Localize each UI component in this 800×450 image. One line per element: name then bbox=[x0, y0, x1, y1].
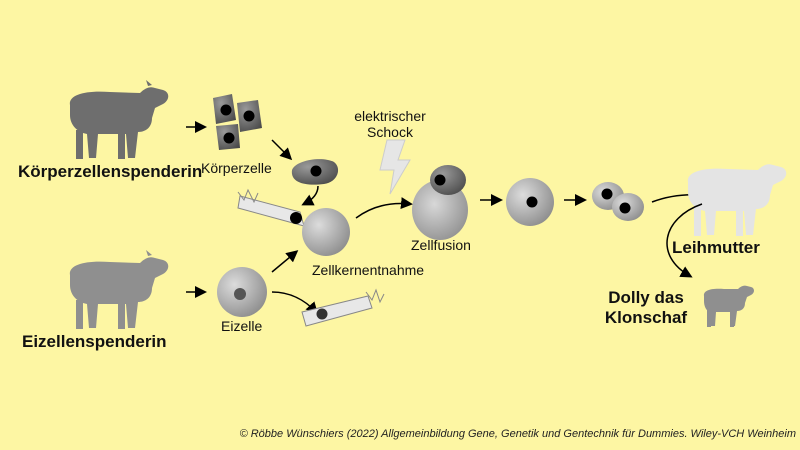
somatic-donor-sheep-icon bbox=[69, 80, 169, 159]
shock-line-2: Schock bbox=[367, 124, 413, 140]
single-somatic-cell bbox=[291, 159, 339, 185]
arrow-to-dolly bbox=[666, 203, 703, 278]
arrow-to-single-cell bbox=[271, 139, 293, 161]
arrow-to-enucleated bbox=[271, 250, 299, 273]
egg-cell-label: Eizelle bbox=[221, 318, 263, 334]
dolly-line-2: Klonschaf bbox=[604, 308, 688, 327]
dolly-label: Dolly das Klonschaf bbox=[596, 288, 696, 328]
removal-pipette bbox=[301, 288, 385, 327]
surrogate-label: Leihmutter bbox=[672, 238, 760, 257]
copyright-notice: © Röbbe Wünschiers (2022) Allgemeinbildu… bbox=[239, 428, 796, 440]
electric-shock-label: elektrischer Schock bbox=[350, 108, 430, 140]
arrow-to-pipette bbox=[301, 185, 319, 206]
shock-line-1: elektrischer bbox=[354, 108, 426, 124]
fused-cell bbox=[412, 165, 468, 240]
arrow-to-fusion bbox=[355, 197, 413, 219]
egg-donor-label: Eizellenspenderin bbox=[22, 332, 167, 351]
fusion-label: Zellfusion bbox=[411, 237, 471, 253]
egg-nucleus bbox=[234, 288, 246, 300]
somatic-cells-cluster bbox=[213, 94, 262, 150]
surrogate-sheep-icon bbox=[687, 164, 787, 236]
two-cell-embryo bbox=[592, 182, 644, 221]
egg-donor-sheep-icon bbox=[69, 250, 169, 329]
dolly-sheep-icon bbox=[703, 285, 754, 327]
enucleated-egg-cell bbox=[302, 208, 350, 256]
enucleation-label: Zellkernentnahme bbox=[312, 262, 425, 278]
arrow-to-removal bbox=[271, 291, 319, 315]
lightning-icon bbox=[379, 139, 411, 195]
somatic-cell-label-text: Körperzelle bbox=[201, 160, 272, 176]
dolly-line-1: Dolly das bbox=[608, 288, 684, 307]
embryo-nucleus bbox=[526, 196, 538, 208]
injected-nucleus bbox=[290, 212, 302, 224]
somatic-donor-label: Körperzellenspenderin bbox=[18, 162, 203, 181]
